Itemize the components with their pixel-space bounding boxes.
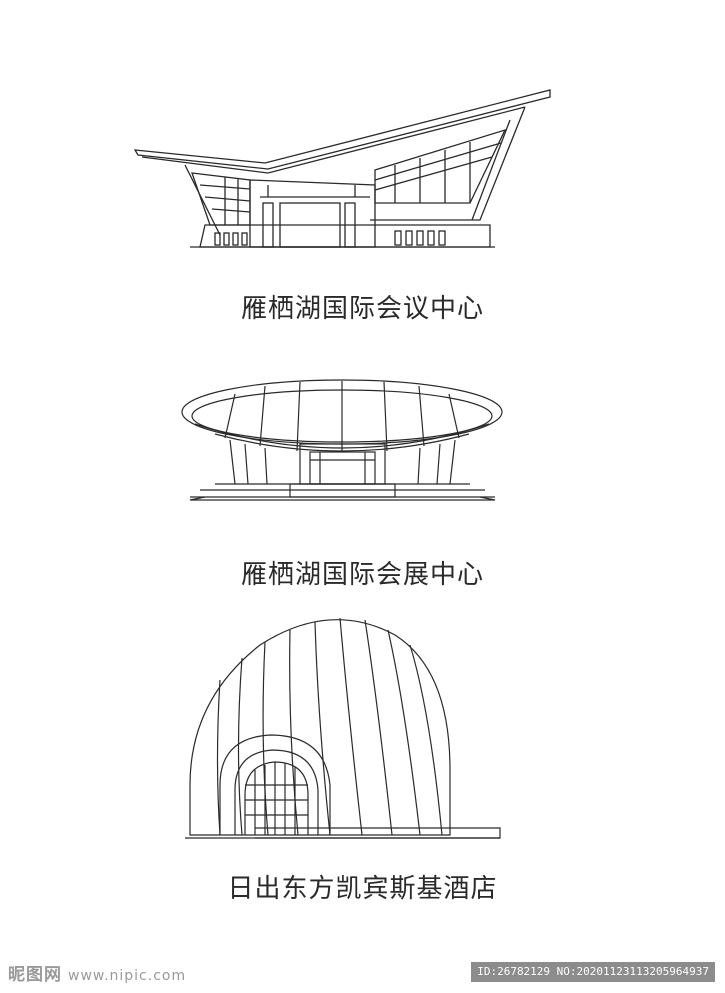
building-caption: 雁栖湖国际会议中心 bbox=[240, 294, 484, 324]
nipic-logo: 昵图网 www.nipic.com bbox=[8, 960, 186, 985]
building-caption: 日出东方凯宾斯基酒店 bbox=[227, 874, 498, 904]
conference-center-drawing bbox=[130, 85, 560, 255]
exhibition-center-drawing bbox=[175, 372, 510, 512]
logo-url: www.nipic.com bbox=[68, 968, 187, 984]
logo-text: 昵图网 bbox=[8, 965, 62, 985]
watermark-bar: 昵图网 www.nipic.com ID:26782129 NO:20201123… bbox=[0, 956, 725, 993]
building-caption: 雁栖湖国际会展中心 bbox=[240, 560, 484, 590]
sunrise-hotel-drawing bbox=[180, 610, 505, 845]
image-id-tag: ID:26782129 NO:20201123113205964937 bbox=[471, 962, 715, 982]
